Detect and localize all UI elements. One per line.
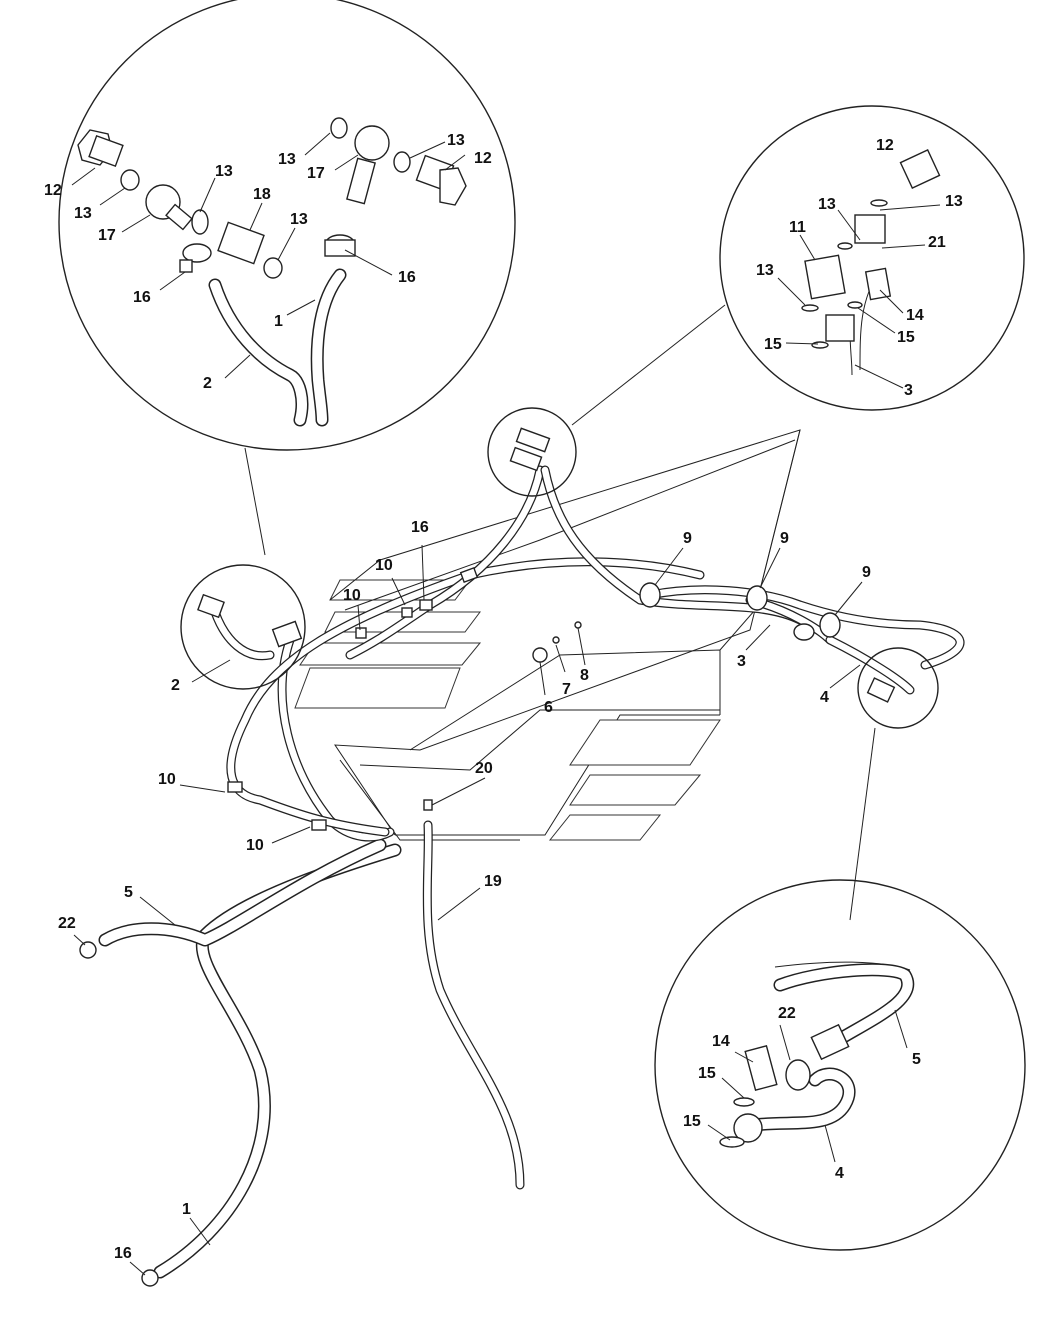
callout-2: 2	[171, 677, 180, 694]
hose-5	[98, 838, 387, 947]
tank-outline	[294, 429, 801, 841]
callout-9: 9	[683, 530, 692, 547]
callout-9: 9	[862, 564, 871, 581]
callout-4: 4	[835, 1165, 844, 1182]
callout-13: 13	[818, 196, 836, 213]
callout-8: 8	[580, 667, 589, 684]
callout-12: 12	[474, 150, 492, 167]
detail-circle-top-left	[58, 0, 516, 556]
detail-circle-top-right	[571, 105, 1025, 426]
callout-16: 16	[398, 269, 416, 286]
callout-15: 15	[897, 329, 915, 346]
callout-13: 13	[945, 193, 963, 210]
callout-10: 10	[158, 771, 176, 788]
detail-circle-left-small	[180, 564, 306, 690]
callout-15: 15	[698, 1065, 716, 1082]
callout-18: 18	[253, 186, 271, 203]
callout-5: 5	[912, 1051, 921, 1068]
detail-circle-top-small	[487, 407, 577, 497]
callout-labels: 12 13 17 13 18 13 16 13 17 13 12 16 1 2 …	[44, 132, 963, 1262]
callout-16: 16	[114, 1245, 132, 1262]
callout-10: 10	[375, 557, 393, 574]
hose-2-upper	[226, 557, 705, 842]
callout-3: 3	[737, 653, 746, 670]
callout-13: 13	[215, 163, 233, 180]
callout-17: 17	[98, 227, 116, 244]
detail-circle-right-small	[849, 647, 939, 921]
callout-2: 2	[203, 375, 212, 392]
callout-5: 5	[124, 884, 133, 901]
callout-11: 11	[789, 219, 806, 236]
callout-22: 22	[778, 1005, 796, 1022]
callout-9: 9	[780, 530, 789, 547]
callout-10: 10	[246, 837, 264, 854]
detail-circle-bottom-right	[654, 879, 1026, 1251]
callout-13: 13	[290, 211, 308, 228]
hose-19	[422, 820, 525, 1190]
callout-7: 7	[562, 681, 571, 698]
callout-20: 20	[475, 760, 493, 777]
callout-15: 15	[764, 336, 782, 353]
callout-16: 16	[411, 519, 429, 536]
callout-12: 12	[44, 182, 62, 199]
callout-14: 14	[906, 307, 924, 324]
callout-14: 14	[712, 1033, 730, 1050]
callout-3: 3	[904, 382, 913, 399]
callout-6: 6	[544, 699, 553, 716]
callout-21: 21	[928, 234, 946, 251]
callout-16: 16	[133, 289, 151, 306]
callout-19: 19	[484, 873, 502, 890]
callout-10: 10	[343, 587, 361, 604]
callout-13: 13	[447, 132, 465, 149]
callout-13: 13	[756, 262, 774, 279]
callout-13: 13	[278, 151, 296, 168]
main-leaders	[73, 544, 863, 1276]
callout-1: 1	[274, 313, 283, 330]
callout-1: 1	[182, 1201, 191, 1218]
callout-22: 22	[58, 915, 76, 932]
callout-15: 15	[683, 1113, 701, 1130]
callout-17: 17	[307, 165, 325, 182]
callout-4: 4	[820, 689, 829, 706]
fittings-main	[79, 567, 841, 1287]
callout-13: 13	[74, 205, 92, 222]
callout-12: 12	[876, 137, 894, 154]
hose-1	[153, 843, 402, 1279]
